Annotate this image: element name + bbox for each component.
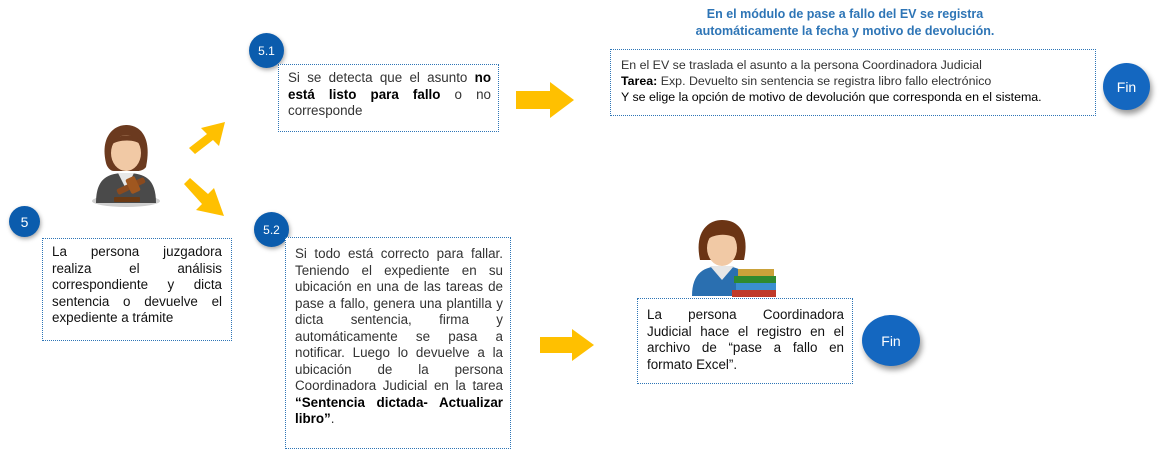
step-5-text: La persona juzgadora realiza el análisis… <box>52 244 222 325</box>
coordinator-box: La persona Coordinadora Judicial hace el… <box>637 298 853 384</box>
step-5-2-box: Si todo está correcto para fallar. Tenie… <box>285 237 511 449</box>
step-5-1-box: Si se detecta que el asunto no está list… <box>278 64 499 132</box>
ev-line-2: Tarea: Exp. Devuelto sin sentencia se re… <box>621 73 1087 89</box>
fin-top-circle: Fin <box>1103 63 1150 110</box>
ev-tarea-text: Exp. Devuelto sin sentencia se registra … <box>657 74 992 88</box>
step-5-box: La persona juzgadora realiza el análisis… <box>42 238 232 341</box>
step-5-1-text-c: o no corresponde <box>288 86 491 119</box>
ev-box: En el EV se traslada el asunto a la pers… <box>610 49 1096 116</box>
fin-bottom-circle: Fin <box>862 315 920 366</box>
arrow-right-top <box>516 82 574 118</box>
ev-tarea-label: Tarea: <box>621 74 658 88</box>
step-5-1-number: 5.1 <box>249 33 284 68</box>
step-5-2-number: 5.2 <box>254 212 289 247</box>
arrow-down-right <box>184 178 224 216</box>
header-line-2: automáticamente la fecha y motivo de dev… <box>695 24 995 38</box>
ev-line-3: Y se elige la opción de motivo de devolu… <box>621 90 1042 104</box>
coordinator-text: La persona Coordinadora Judicial hace el… <box>647 307 844 372</box>
step-5-2-text-a: Si todo está correcto para fallar. Tenie… <box>295 246 503 393</box>
step-5-1-text-a: Si se detecta que el asunto <box>288 70 475 85</box>
arrow-right-bottom <box>540 329 594 361</box>
step-5-number: 5 <box>9 206 40 237</box>
step-5-2-text-bold: “Sentencia dictada- Actualizar libro” <box>295 394 503 427</box>
arrow-up-right <box>189 122 225 154</box>
header-note: En el módulo de pase a fallo del EV se r… <box>620 6 1070 40</box>
ev-line-1: En el EV se traslada el asunto a la pers… <box>621 58 982 72</box>
header-line-1: En el módulo de pase a fallo del EV se r… <box>706 7 984 21</box>
step-5-1-text-bold: no está listo para fallo <box>288 70 491 102</box>
judge-icon <box>92 125 160 207</box>
coordinator-icon <box>692 220 776 297</box>
step-5-2-text-c: . <box>330 411 335 426</box>
